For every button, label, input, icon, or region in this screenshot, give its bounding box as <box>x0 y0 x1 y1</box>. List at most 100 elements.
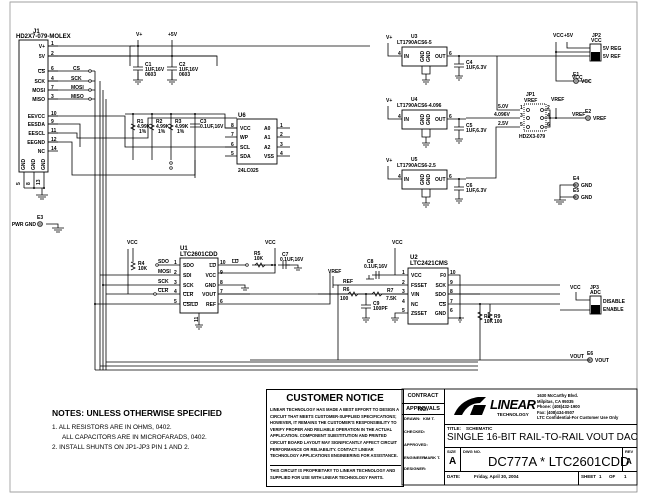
customer-notice: CUSTOMER NOTICE LINEAR TECHNOLOGY HAS MA… <box>266 389 404 487</box>
reg-in-pin: IN <box>404 117 409 123</box>
r6-ref: R6 <box>343 287 350 293</box>
jp3-opt1: DISABLE <box>603 299 626 305</box>
turret-label: VREF <box>593 116 606 122</box>
r3-tol: 1% <box>177 129 185 135</box>
c1-ref: C1 <box>145 62 152 68</box>
company-sub: TECHNOLOGY <box>497 412 529 417</box>
r7-ref: R7 <box>387 288 394 294</box>
u1-pin-name: CLR <box>183 292 194 298</box>
j1-gnd-num: 13 <box>36 179 42 185</box>
vcc-label: VCC <box>553 33 564 39</box>
note-1b: ALL CAPACITORS ARE IN MICROFARADS, 0402. <box>62 434 207 441</box>
c8-ref: C8 <box>367 259 374 265</box>
jumper-jp1: JP1 VREF 1 2 3 4 5 6 HD2X3-079 5.0V 4.09… <box>494 92 588 140</box>
r5-value: 10K <box>254 256 264 262</box>
net-label-miso: MISO <box>71 94 84 100</box>
u6-part: 24LC025 <box>238 168 259 174</box>
u1-pin11: 11 <box>194 316 200 322</box>
j1-pin-name: SCK <box>34 79 45 85</box>
j1-pin-num: 9 <box>51 119 54 125</box>
address-line: Fax: (408)434-0507 <box>537 409 575 415</box>
c2-ref: C2 <box>179 62 186 68</box>
u2-pin-num: 4 <box>402 299 405 305</box>
j1-pin-name: MISO <box>32 97 45 103</box>
reg-part: LT1790ACS6-2.5 <box>397 163 436 169</box>
title-type: SCHEMATIC <box>466 426 493 431</box>
u2-pin-num: 2 <box>402 280 405 286</box>
turret-ref: E5 <box>573 188 579 194</box>
j1-pin-name: MOSI <box>32 88 45 94</box>
reg-in-num: 4 <box>398 51 401 57</box>
eeprom-section: R1 4.99K 1% R2 4.99K 1% R3 4.99K 1% C3 0… <box>125 113 290 178</box>
r2-ref: R2 <box>156 119 163 125</box>
notes-title: NOTES: UNLESS OTHERWISE SPECIFIED <box>52 408 222 418</box>
u2-pin-num: 9 <box>450 280 453 286</box>
vplus-reg-label: V+ <box>386 35 392 41</box>
j1-pin-name: 5V <box>39 54 46 60</box>
j1-part: HD2X7-079-MOLEX <box>16 34 71 40</box>
date-label: DATE: <box>447 474 461 479</box>
jp2-opt1: 5V REG <box>603 46 621 52</box>
r1-value: 4.99K <box>137 124 151 130</box>
j1-pin-name: EESCL <box>28 131 45 137</box>
size-value: A <box>449 456 457 467</box>
c9-ref: C9 <box>373 301 380 307</box>
jp1-part: HD2X3-079 <box>519 134 545 140</box>
u2-pin-num: 6 <box>450 308 453 314</box>
turret-icon[interactable] <box>585 115 591 121</box>
jp3-opt2: ENABLE <box>603 307 624 313</box>
c2-pkg: 0603 <box>179 72 190 78</box>
turret-label: GND <box>581 195 593 201</box>
vcc-r4-label: VCC <box>127 240 138 246</box>
turret-icon[interactable] <box>573 78 579 84</box>
u1-pin-num: 8 <box>220 280 223 286</box>
jp1-pin: 6 <box>547 122 550 128</box>
r2-tol: 1% <box>158 129 166 135</box>
j1-gnd-pin: GND <box>41 159 47 171</box>
tb-divider <box>444 447 637 448</box>
plus5v-label: +5V <box>168 32 178 38</box>
u1-pin-name: VOUT <box>202 292 216 298</box>
u2-part: LTC2421CMS <box>410 261 448 267</box>
u6-ref: U6 <box>238 113 246 119</box>
c5-value: 1UF,6.3V <box>466 128 487 134</box>
ground-symbol <box>36 194 48 200</box>
j1-pin-num: 14 <box>51 146 57 152</box>
turret-label: GND <box>581 183 593 189</box>
u2-pin-num: 10 <box>450 270 456 276</box>
r8-ref: R8 <box>484 314 491 320</box>
u2-pin-name: NC <box>411 302 419 308</box>
customer-notice-body: LINEAR TECHNOLOGY HAS MADE A BEST EFFORT… <box>270 407 399 459</box>
jp2-label: VCC <box>591 38 602 44</box>
j1-gnd-num: 5 <box>16 182 22 185</box>
jp2-opt2: 5V REF <box>603 54 621 60</box>
linear-logo-icon <box>454 397 486 415</box>
r4-ref: R4 <box>138 261 145 267</box>
u1-pin-num: 4 <box>174 289 177 295</box>
net-label-cs: CS <box>73 66 81 72</box>
j1-pin-num: 4 <box>51 76 54 82</box>
u1-part: LTC2601CDD <box>180 252 218 258</box>
turret-ref: E4 <box>573 176 579 182</box>
u2-pin-name: VIN <box>411 292 420 298</box>
u6-pin-num: 8 <box>231 123 234 129</box>
sheet-total: 1 <box>624 474 627 479</box>
u6-pin-name: A2 <box>264 145 271 151</box>
reg-out-pin: OUT <box>435 54 446 60</box>
r1-tol: 1% <box>139 129 147 135</box>
reg-gnd-pin: GND <box>426 174 432 186</box>
j1-pin-num: 2 <box>51 51 54 57</box>
net-4v096: 4.096V <box>494 112 511 118</box>
j1-pin-num: 1 <box>51 41 54 47</box>
u2-pin-name: ZSSET <box>411 311 427 317</box>
company-name: LINEAR <box>490 397 536 412</box>
j1-pin-num: 3 <box>51 94 54 100</box>
net-5v0: 5.0V <box>498 104 509 110</box>
turret-icon[interactable] <box>37 221 43 227</box>
net-label-mosi: MOSI <box>71 85 84 91</box>
turret-label: VOUT <box>595 358 609 364</box>
r5-ref: R5 <box>254 251 261 257</box>
u1-pin-num: 1 <box>174 260 177 266</box>
reg-out-num: 6 <box>449 174 452 180</box>
